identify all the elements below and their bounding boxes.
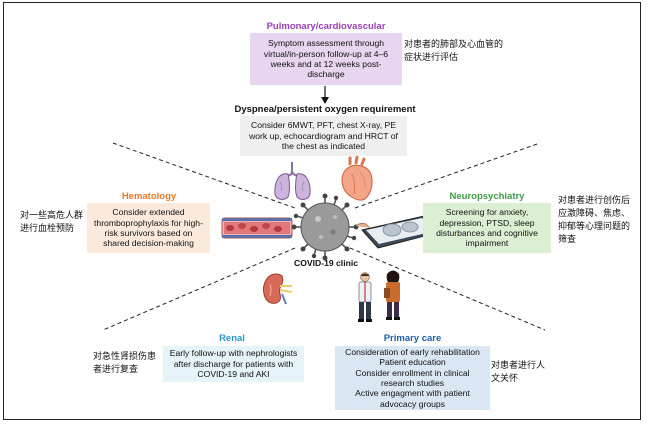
doctor-figure-icon [358, 272, 372, 322]
heart-icon [341, 155, 373, 201]
primary-care-title: Primary care [383, 333, 442, 344]
hematology-title: Hematology [121, 191, 177, 202]
patient-figure-icon [384, 270, 400, 320]
hematology-box: Consider extended thromboprophylaxis for… [87, 203, 210, 253]
primary-care-note: 对患者进行人文关怀 [491, 361, 546, 384]
divider-upper-left [112, 142, 296, 209]
down-arrow-icon [321, 86, 329, 104]
blood-vessel-icon [221, 217, 293, 239]
kidney-icon [263, 273, 293, 305]
primary-care-line: Patient education [379, 357, 446, 368]
dyspnea-box: Consider 6MWT, PFT, chest X-ray, PE work… [240, 116, 407, 156]
divider-upper-right [354, 142, 541, 209]
primary-care-line: Consideration of early rehabilitation [345, 346, 480, 357]
neuropsychiatry-box: Screening for anxiety, depression, PTSD,… [423, 203, 551, 253]
pulmonary-note: 对患者的肺部及心血管的症状进行评估 [404, 40, 504, 63]
hematology-note: 对一些高危人群进行血栓预防 [20, 211, 84, 234]
renal-note: 对急性肾损伤患者进行复查 [93, 352, 157, 375]
divider-lower-right [349, 247, 546, 331]
tablet-brain-scan-icon [355, 215, 441, 249]
primary-care-line: Active engagment with patient advocacy g… [355, 388, 470, 409]
lungs-icon [274, 162, 311, 200]
neuropsychiatry-note: 对患者进行创伤后应激障碍、焦虑、抑郁等心理问题的筛查 [558, 196, 631, 245]
virus-icon [291, 193, 359, 261]
covid-clinic-label: COVID-19 clinic [294, 258, 358, 268]
neuropsychiatry-title: Neuropsychiatry [449, 191, 525, 202]
dyspnea-title: Dyspnea/persistent oxygen requirement [234, 104, 416, 115]
renal-box: Early follow-up with nephrologists after… [163, 346, 304, 382]
pulmonary-box: Symptom assessment through virtual/in-pe… [250, 33, 402, 85]
renal-title: Renal [219, 333, 245, 344]
primary-care-box: Consideration of early rehabilitation Pa… [335, 346, 490, 410]
pulmonary-title: Pulmonary/cardiovascular [266, 21, 386, 32]
primary-care-line: Consider enrollment in clinical research… [355, 367, 470, 388]
figure-frame [3, 2, 641, 420]
